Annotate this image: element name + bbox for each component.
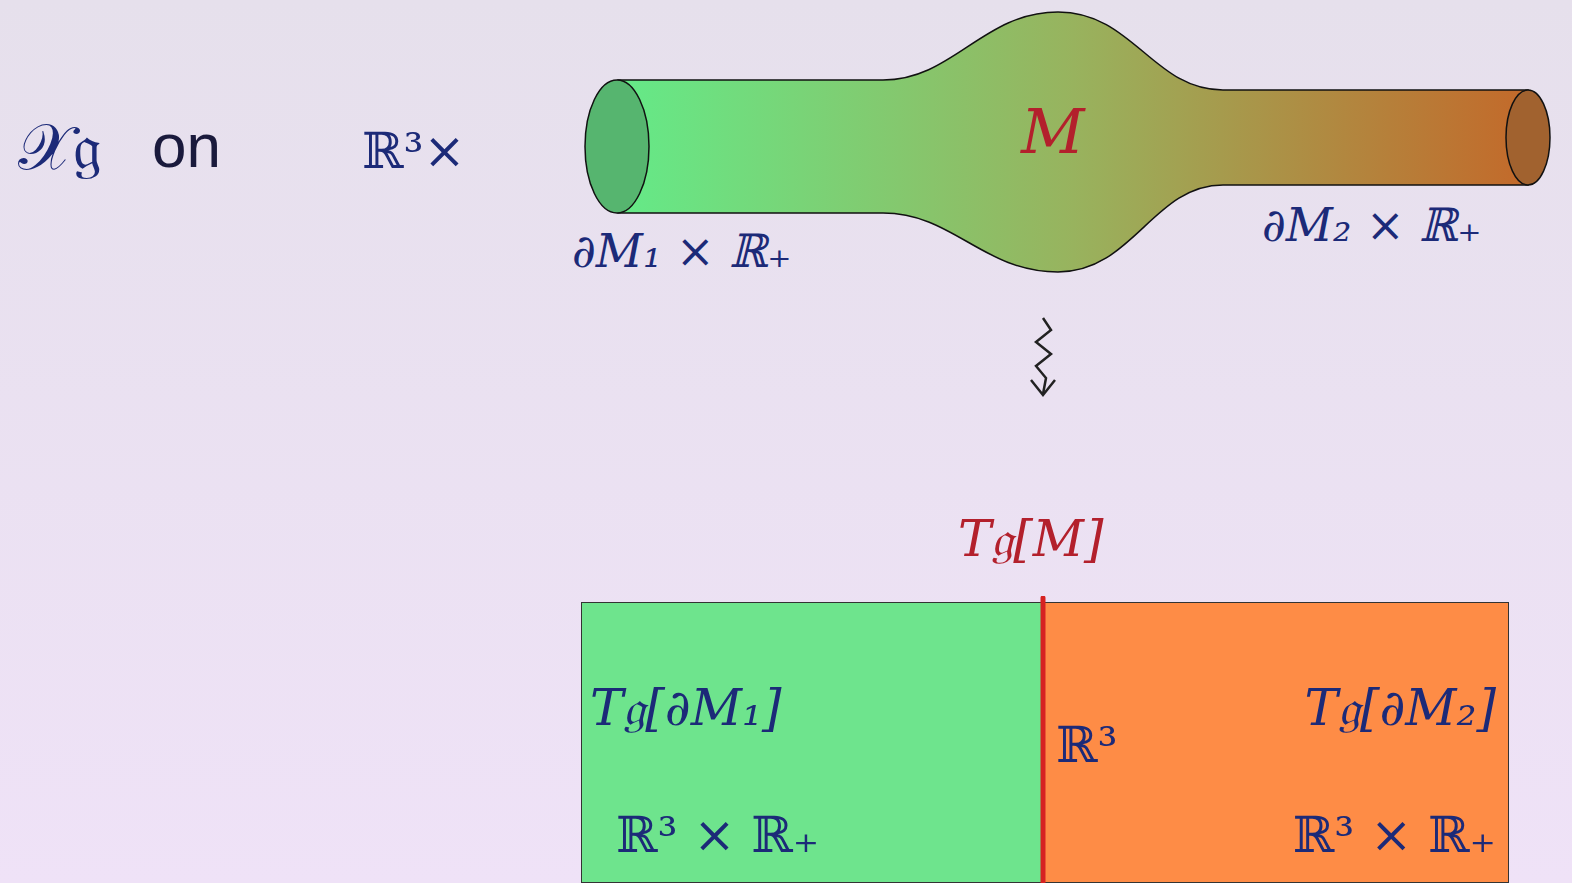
defect-line [1038, 596, 1048, 883]
space-label: ℝ³ × ℝ₊ [1293, 808, 1496, 863]
defect-label: T𝔤[M] [958, 512, 1104, 567]
theory-label: T𝔤[∂M₂] [1305, 681, 1496, 736]
theory-symbol: 𝒳𝔤 [18, 112, 101, 182]
boundary-label: ∂M₁ × ℝ₊ [572, 226, 792, 277]
label-text: on [152, 112, 221, 180]
theory-label: T𝔤[∂M₁] [590, 681, 781, 736]
space-label: ℝ³ [1056, 718, 1118, 773]
space-label: ℝ³× [362, 124, 466, 179]
bulk-region: T𝔤[∂M₁] ℝ³ × ℝ₊ [581, 602, 1043, 883]
boundary-label: ∂M₂ × ℝ₊ [1262, 200, 1482, 251]
manifold-label: M [1021, 98, 1084, 166]
space-label: ℝ³ × ℝ₊ [616, 808, 819, 863]
